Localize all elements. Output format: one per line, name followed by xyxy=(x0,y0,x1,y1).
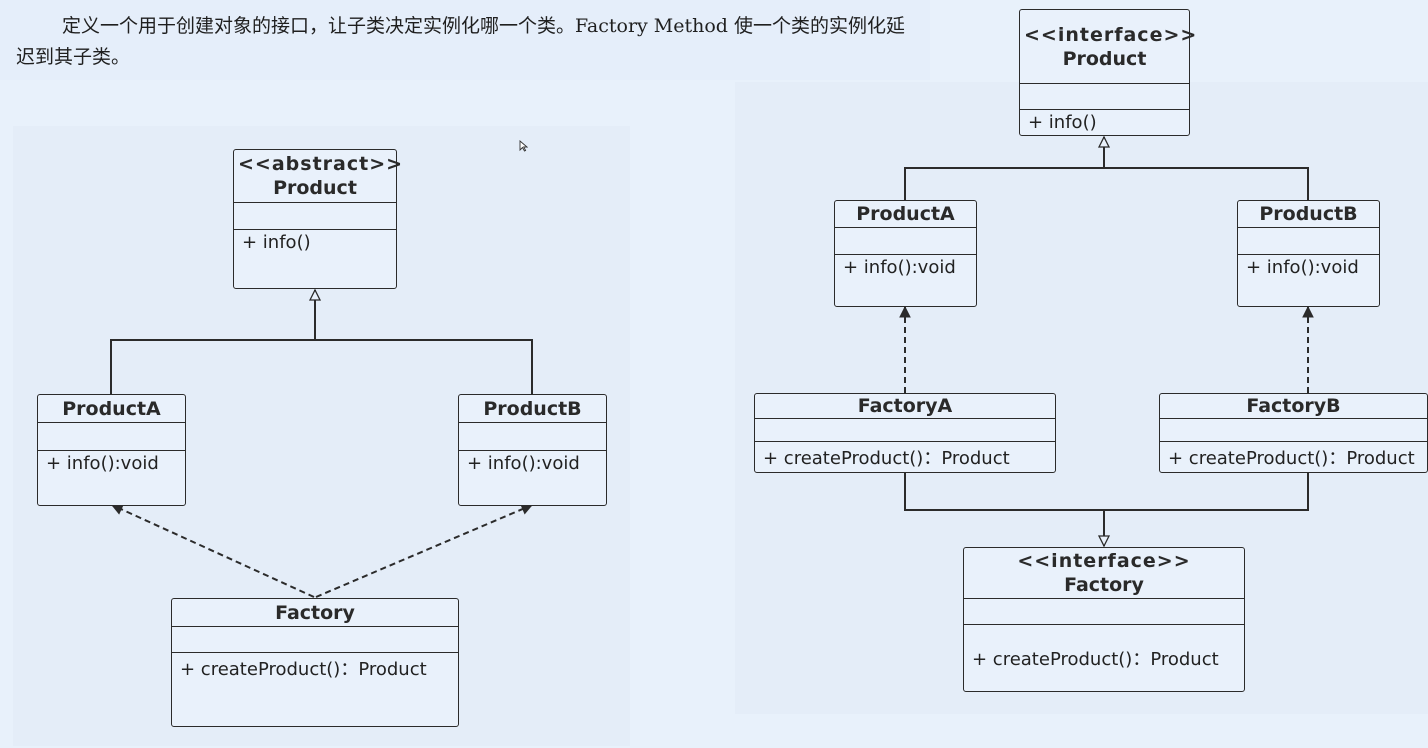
class-operation: + createProduct()：Product xyxy=(972,649,1219,670)
class-attributes xyxy=(172,627,458,653)
class-attributes xyxy=(459,423,606,451)
class-name: Factory xyxy=(172,599,458,627)
class-operation: + info() xyxy=(242,232,311,253)
class-name: Product xyxy=(273,177,357,199)
class-name: ProductB xyxy=(459,395,606,423)
class-name: FactoryB xyxy=(1160,394,1427,419)
class-attributes xyxy=(1160,419,1427,442)
class-name: Product xyxy=(1062,47,1147,70)
left-dep-product-b xyxy=(315,505,532,598)
class-attributes xyxy=(1020,84,1189,110)
class-stereotype: <<interface>> xyxy=(1024,23,1198,46)
description-text: 定义一个用于创建对象的接口，让子类决定实例化哪一个类。Factory Metho… xyxy=(16,15,906,68)
class-attributes xyxy=(835,228,976,255)
abstract-product-class[interactable]: <<abstract>> Product + info() xyxy=(233,149,404,289)
concrete-product-b-class[interactable]: ProductB + info():void xyxy=(1237,200,1380,307)
class-operation: + info():void xyxy=(467,453,580,474)
mouse-pointer-icon xyxy=(519,140,528,152)
right-inherit-products xyxy=(904,167,1309,200)
class-name: ProductB xyxy=(1238,201,1379,228)
product-b-class[interactable]: ProductB + info():void xyxy=(458,394,607,506)
class-name: ProductA xyxy=(835,201,976,228)
class-attributes xyxy=(964,599,1244,625)
left-dep-product-a xyxy=(112,505,315,598)
product-a-class[interactable]: ProductA + info():void xyxy=(37,394,186,506)
factory-class[interactable]: Factory + createProduct()：Product xyxy=(171,598,459,727)
class-stereotype: <<interface>> xyxy=(1017,550,1191,572)
description-panel: 定义一个用于创建对象的接口，让子类决定实例化哪一个类。Factory Metho… xyxy=(0,0,930,80)
left-inherit-product-a xyxy=(110,339,533,394)
class-operation: + createProduct()：Product xyxy=(763,448,1010,469)
class-operation: + info():void xyxy=(843,257,956,278)
factory-a-class[interactable]: FactoryA + createProduct()：Product xyxy=(754,393,1056,473)
interface-factory-class[interactable]: <<interface>> Factory + createProduct()：… xyxy=(963,547,1245,692)
class-name: Factory xyxy=(1064,574,1144,596)
class-attributes xyxy=(234,203,396,230)
concrete-product-a-class[interactable]: ProductA + info():void xyxy=(834,200,977,307)
class-attributes xyxy=(1238,228,1379,255)
class-operation: + createProduct()：Product xyxy=(180,659,427,680)
right-inherit-factories xyxy=(904,472,1309,511)
class-name: FactoryA xyxy=(755,394,1055,419)
class-operation: + info():void xyxy=(46,453,159,474)
class-operation: + info() xyxy=(1028,112,1097,133)
class-operation: + info():void xyxy=(1246,257,1359,278)
class-attributes xyxy=(38,423,185,451)
class-name: ProductA xyxy=(38,395,185,423)
class-stereotype: <<abstract>> xyxy=(238,153,404,175)
class-attributes xyxy=(755,419,1055,442)
interface-product-class[interactable]: <<interface>> Product + info() xyxy=(1019,9,1198,136)
factory-b-class[interactable]: FactoryB + createProduct()：Product xyxy=(1159,393,1428,473)
class-operation: + createProduct()：Product xyxy=(1168,448,1415,469)
